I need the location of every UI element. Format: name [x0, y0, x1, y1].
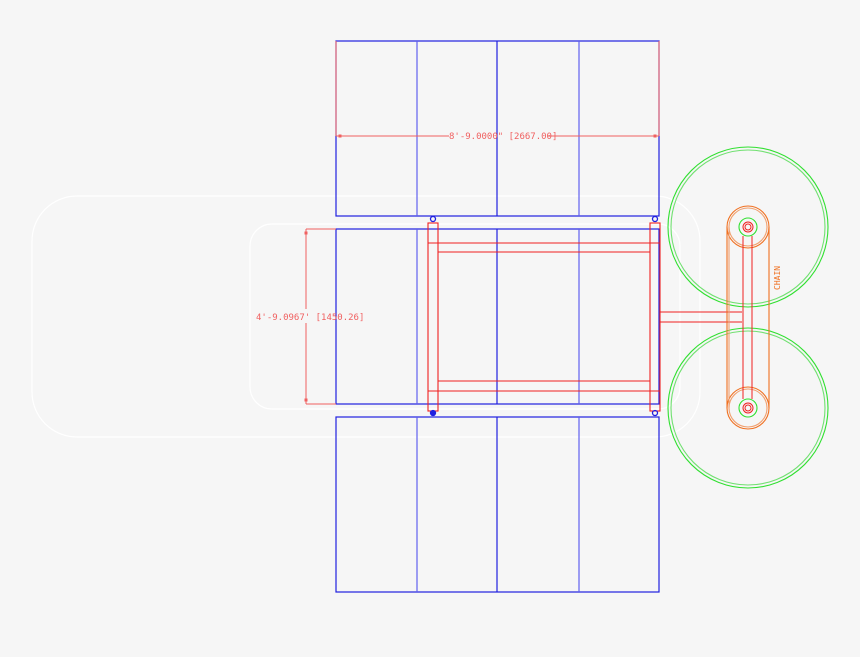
height-dimension-label: 4'-9.0967' [1450.26] — [256, 313, 364, 323]
left-frame-post — [427, 222, 439, 412]
upper-wheel — [667, 146, 829, 308]
hubs — [742, 221, 754, 414]
bolt-icon — [651, 215, 659, 223]
middle-panel-block — [335, 228, 660, 405]
upper-sprocket — [726, 205, 770, 249]
footprint-outlines — [31, 195, 701, 438]
bottom-panel-block — [335, 416, 660, 593]
lower-sprocket — [726, 386, 770, 430]
red-frame — [427, 222, 742, 412]
upper-hub — [742, 221, 754, 233]
lower-wheel — [667, 327, 829, 489]
bolt-icon — [651, 409, 659, 417]
bolt-icon — [429, 215, 437, 223]
lower-hub — [742, 402, 754, 414]
bolt-icon — [429, 409, 437, 417]
outer-footprint-outline — [31, 195, 701, 438]
width-dimension-label: 8'-9.0000" [2667.00] — [449, 132, 557, 142]
chain-drive — [726, 205, 770, 430]
top-panel-block — [335, 40, 660, 217]
bolt-markers — [429, 215, 659, 417]
inner-footprint-outline — [249, 223, 681, 410]
chain-label: CHAIN — [773, 266, 782, 290]
wheels — [667, 146, 829, 489]
height-dimension — [304, 228, 336, 405]
width-dimension — [335, 41, 660, 138]
